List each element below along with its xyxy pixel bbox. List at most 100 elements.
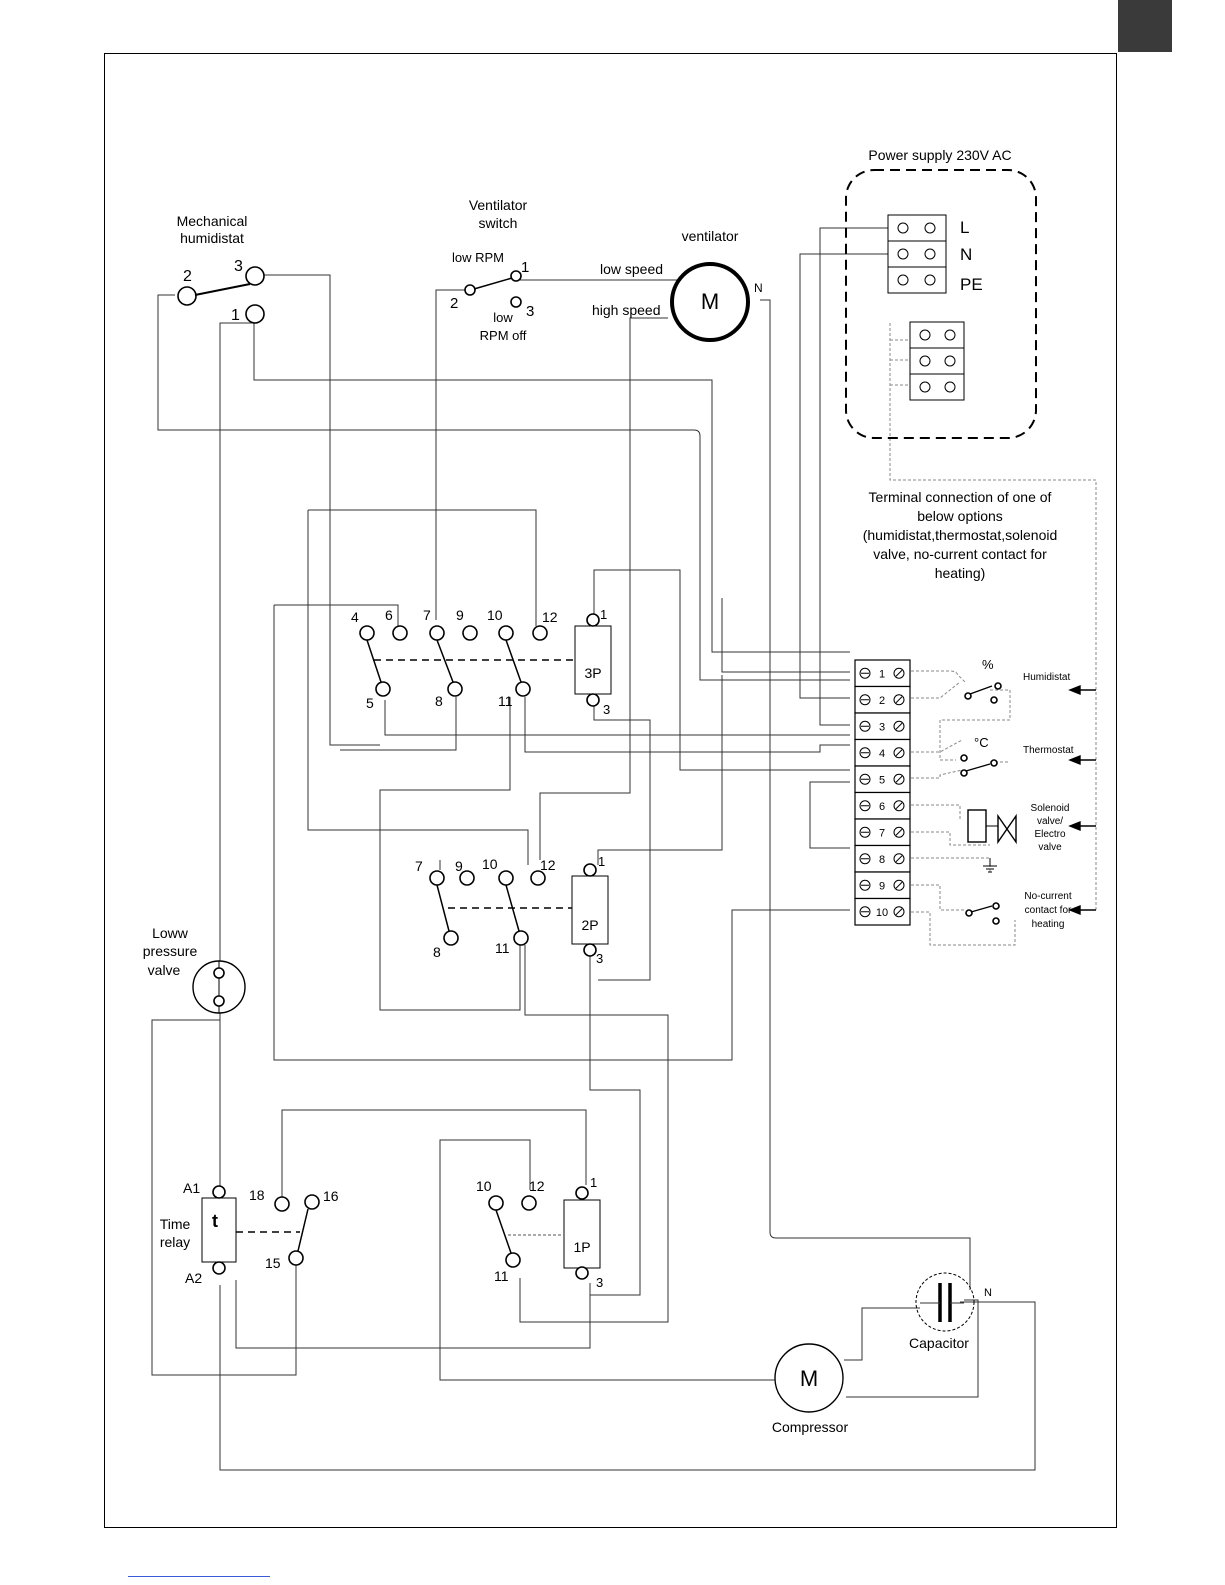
- time-relay: t Time relay A1 A2 18 16 15: [160, 1180, 339, 1286]
- low-pressure-valve: Loww pressure valve: [143, 925, 246, 1014]
- ventilator-title: ventilator: [682, 228, 739, 244]
- no-current-label-1: No-current: [1024, 891, 1071, 902]
- relay-3p-pin-5: 5: [366, 695, 374, 711]
- ventilator-switch: Ventilator switch low RPM 1 2 3 low RPM …: [450, 197, 534, 343]
- terminal-label-n: N: [960, 245, 972, 264]
- relay-2p-pin-8: 8: [433, 944, 441, 960]
- terminal-number: 2: [879, 695, 885, 707]
- terminal-block-cell: 3: [854, 712, 911, 741]
- time-relay-pin-a1: A1: [183, 1180, 200, 1196]
- terminal-block-cell: 10: [854, 897, 911, 926]
- humidistat-pin-3: [245, 266, 265, 286]
- relay-3p-pin-3: 3: [603, 702, 610, 717]
- ventilator-motor: [670, 262, 750, 342]
- vent-switch-pin-2: 2: [450, 295, 458, 312]
- compressor-motor-symbol: M: [800, 1366, 818, 1391]
- relay-3p-pin-8: 8: [435, 693, 443, 709]
- valve-label-2: pressure: [143, 943, 198, 959]
- power-supply: Power supply 230V AC L N PE: [845, 147, 1037, 439]
- solenoid-label-2: valve/: [1037, 816, 1063, 827]
- terminal-block-cell: 8: [854, 844, 911, 873]
- terminal-block-cell: 5: [854, 765, 911, 794]
- terminal-number: 10: [876, 907, 888, 919]
- relay-1p-pin-10: 10: [476, 1178, 492, 1194]
- ventilator-neutral: N: [754, 281, 763, 295]
- time-relay-label-2: relay: [160, 1234, 190, 1250]
- humidistat-pin-label-3: 3: [234, 258, 243, 275]
- vent-switch-off-2: RPM off: [480, 328, 527, 343]
- option-wires: [889, 323, 1097, 946]
- relay-3p-pin-4: 4: [351, 609, 359, 625]
- relay-1p-pin-11: 11: [494, 1268, 509, 1284]
- relay-2p: 2P 7 9 10 12 8 11 1 3: [415, 854, 609, 966]
- terminal-number: 5: [879, 774, 885, 786]
- note-line-2: below options: [917, 508, 1003, 524]
- option-humidistat-label: Humidistat: [1023, 672, 1070, 683]
- relay-2p-label: 2P: [581, 917, 598, 933]
- solenoid-valve-icon: [997, 813, 1017, 845]
- valve-label-3: valve: [148, 962, 181, 978]
- compressor-label: Compressor: [772, 1419, 849, 1435]
- solenoid-label-3: Electro: [1034, 829, 1066, 840]
- vent-switch-pin-3: 3: [526, 303, 534, 320]
- note-line-1: Terminal connection of one of: [869, 489, 1052, 505]
- supply-terminal-strip: [887, 214, 947, 294]
- ventilator-motor-symbol: M: [701, 289, 719, 314]
- terminal-number: 7: [879, 827, 885, 839]
- relay-2p-pin-3: 3: [596, 951, 603, 966]
- terminal-label-pe: PE: [960, 275, 983, 294]
- vent-switch-low-rpm: low RPM: [452, 250, 504, 265]
- ventilator: ventilator M low speed high speed N: [592, 228, 763, 342]
- relay-3p-pin-11: 11: [498, 693, 513, 709]
- humidistat-title-2: humidistat: [180, 230, 244, 246]
- relay-1p: 1P 10 12 11 1 3: [476, 1175, 603, 1290]
- diagram-frame: [104, 53, 1117, 1528]
- humidistat-pin-label-2: 2: [183, 268, 192, 285]
- ground-icon: [983, 858, 997, 873]
- relay-2p-pin-7: 7: [415, 858, 423, 874]
- terminal-number: 4: [879, 748, 885, 760]
- capacitor-label: Capacitor: [909, 1335, 969, 1351]
- compressor: M Compressor: [772, 1343, 849, 1435]
- no-current-label-3: heating: [1032, 919, 1065, 930]
- arrow-left-icon: [1068, 684, 1081, 696]
- time-relay-pin-15: 15: [265, 1255, 281, 1271]
- relay-1p-label: 1P: [573, 1239, 590, 1255]
- terminal-number: 1: [879, 668, 885, 680]
- ventilator-high-speed: high speed: [592, 302, 661, 318]
- option-humidistat-symbol: %: [982, 657, 994, 672]
- relay-3p-pin-1: 1: [600, 607, 607, 622]
- relay-3p: 3P 4 6 7 9 10 12 5 8 11 1 3: [351, 607, 612, 717]
- capacitor-neutral: N: [984, 1287, 992, 1299]
- solenoid-label-4: valve: [1038, 842, 1062, 853]
- capacitor: Capacitor N: [909, 1272, 992, 1351]
- time-relay-pin-18: 18: [249, 1187, 265, 1203]
- relay-2p-pin-11: 11: [495, 940, 510, 956]
- terminal-number: 8: [879, 854, 885, 866]
- relay-2p-pin-9: 9: [455, 858, 463, 874]
- humidistat-pin-2: [177, 286, 197, 306]
- relay-2p-pin-1: 1: [598, 854, 605, 869]
- wires: [151, 227, 1036, 1471]
- terminal-number: 6: [879, 801, 885, 813]
- relay-2p-pin-12: 12: [540, 857, 556, 873]
- footer-link-underline[interactable]: [128, 1576, 270, 1577]
- humidistat-title-1: Mechanical: [177, 213, 248, 229]
- ventilator-low-speed: low speed: [600, 261, 663, 277]
- relay-3p-pin-9: 9: [456, 607, 464, 623]
- relay-2p-pin-10: 10: [482, 856, 498, 872]
- power-supply-title: Power supply 230V AC: [868, 147, 1011, 163]
- valve-label-1: Loww: [152, 925, 189, 941]
- no-current-label-2: contact for: [1025, 905, 1072, 916]
- humidistat-pin-1: [245, 304, 265, 324]
- vent-switch-title-1: Ventilator: [469, 197, 528, 213]
- relay-3p-pin-12: 12: [542, 609, 558, 625]
- relay-1p-pin-12: 12: [529, 1178, 545, 1194]
- terminal-block-cell: 2: [854, 685, 911, 714]
- compressor-motor: [774, 1343, 844, 1413]
- terminal-label-l: L: [960, 218, 969, 237]
- terminal-block-cell: 4: [854, 738, 911, 767]
- option-symbols: % Humidistat °C Thermostat Solenoid valv…: [960, 657, 1096, 930]
